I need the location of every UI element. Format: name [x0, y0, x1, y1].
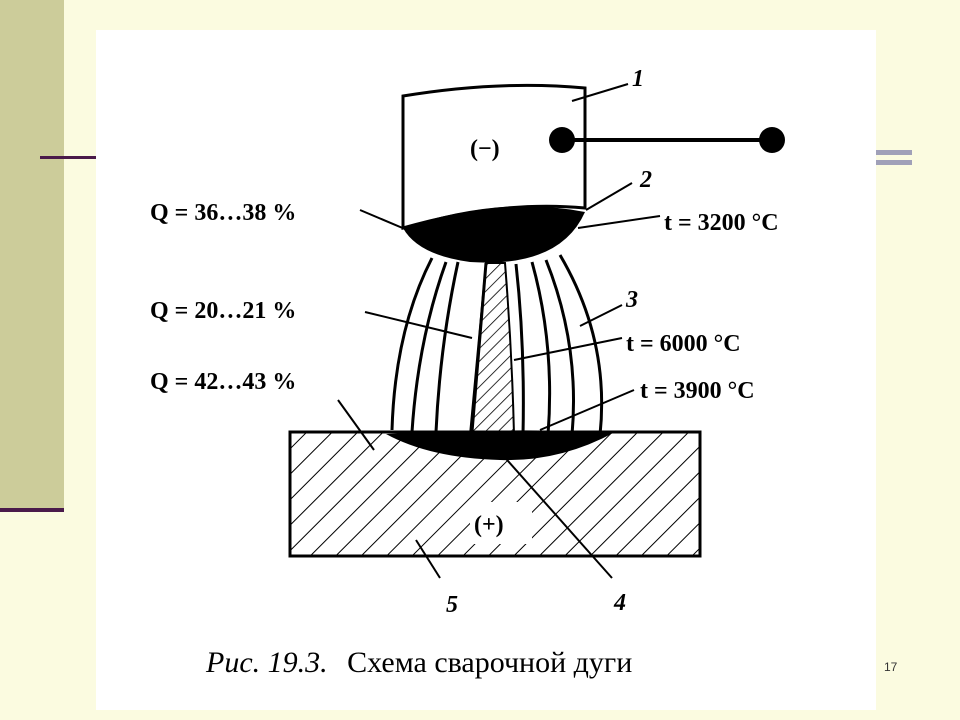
leader-lines	[337, 83, 661, 579]
arc-core	[468, 262, 516, 436]
callout-4: 4	[613, 590, 626, 616]
q-column-label: Q = 20…21 %	[150, 298, 296, 324]
decor-rule-top	[40, 156, 100, 159]
decor-rule-right-a	[876, 150, 912, 155]
workpiece-label-bg	[470, 502, 532, 544]
q-anode-label: Q = 42…43 %	[150, 369, 296, 395]
cathode-spot	[403, 206, 585, 263]
decor-rule-right-b	[876, 160, 912, 165]
t-anode-label: t = 3900 °C	[640, 378, 755, 404]
q-cathode-label: Q = 36…38 %	[150, 200, 296, 226]
callout-3: 3	[625, 287, 638, 313]
terminal-dot-left	[549, 127, 575, 153]
figure-caption: Рис. 19.3. Схема сварочной дуги	[205, 646, 632, 679]
caption-number: Рис. 19.3.	[205, 646, 328, 679]
callout-1: 1	[632, 66, 644, 92]
decor-rule-bottom	[0, 508, 64, 512]
t-column-label: t = 6000 °C	[626, 331, 741, 357]
electrode-sign: (−)	[470, 136, 500, 162]
caption-text: Схема сварочной дуги	[347, 646, 632, 679]
terminal-dot-right	[759, 127, 785, 153]
slide-number: 17	[884, 660, 898, 674]
workpiece-sign: (+)	[474, 512, 504, 538]
callout-5: 5	[446, 592, 458, 618]
callout-2: 2	[639, 167, 652, 193]
t-cathode-label: t = 3200 °C	[664, 210, 779, 236]
anode-spot	[386, 430, 615, 461]
sidebar-decoration	[0, 0, 64, 510]
